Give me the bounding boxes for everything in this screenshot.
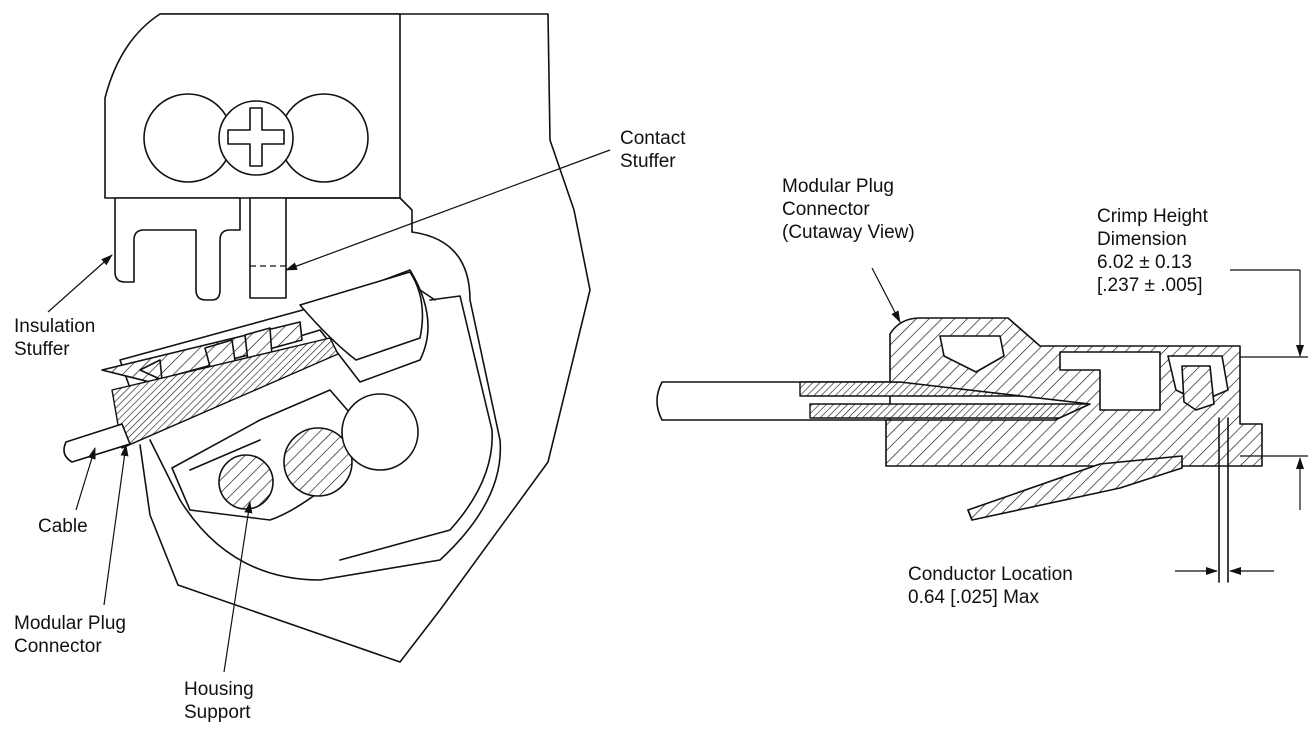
- label-housing-support: Housing Support: [184, 679, 254, 723]
- leader-contact-stuffer: [285, 149, 611, 271]
- label-modular-plug-cutaway: Modular Plug Connector (Cutaway View): [782, 176, 915, 243]
- label-insulation-stuffer: Insulation Stuffer: [14, 316, 96, 360]
- plug-cutaway-view: [656, 317, 1263, 583]
- label-crimp-height: Crimp Height Dimension 6.02 ± 0.13 [.237…: [1097, 206, 1208, 296]
- leader-modular-plug: [103, 444, 129, 606]
- label-conductor-location: Conductor Location 0.64 [.025] Max: [908, 564, 1073, 608]
- leader-cutaway: [871, 267, 901, 323]
- screw-slot-icon: [227, 107, 285, 167]
- insulation-stuffer-part: [114, 197, 241, 301]
- crimp-height-dimension: [1230, 269, 1308, 510]
- head-screw: [218, 100, 294, 176]
- tool-body-outline: [139, 13, 591, 663]
- label-contact-stuffer: Contact Stuffer: [620, 128, 686, 172]
- tool-cavity: [149, 231, 502, 581]
- label-cable: Cable: [38, 516, 88, 537]
- cable-part: [63, 423, 131, 463]
- label-modular-plug-connector: Modular Plug Connector: [14, 613, 126, 657]
- leader-cable: [75, 447, 96, 511]
- contact-stuffer-part: [249, 197, 287, 299]
- ram-bracket: [285, 197, 413, 233]
- crimp-tool-left-view: [63, 13, 591, 663]
- leader-insulation-stuffer: [47, 254, 113, 313]
- leader-housing-support: [223, 501, 253, 673]
